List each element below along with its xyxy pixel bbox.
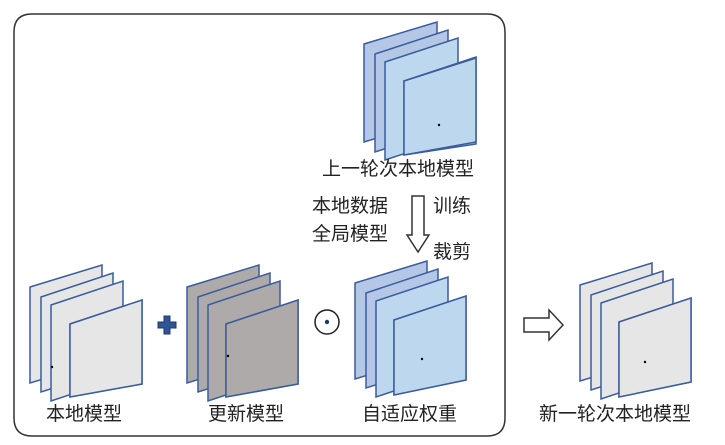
federated-process-frame bbox=[13, 13, 506, 437]
new-round-model-stack bbox=[579, 261, 692, 401]
new-round-local-model-label: 新一轮次本地模型 bbox=[539, 403, 692, 425]
train-label: 训练 bbox=[433, 195, 472, 217]
previous-round-local-model-label: 上一轮次本地模型 bbox=[322, 158, 475, 180]
adaptive-weights-stack bbox=[354, 259, 467, 399]
down-arrow-icon bbox=[405, 195, 431, 254]
previous-round-model-stack bbox=[363, 20, 477, 162]
local-data-label: 本地数据 bbox=[312, 195, 389, 217]
right-arrow-icon bbox=[523, 308, 565, 342]
local-model-stack bbox=[29, 263, 143, 403]
local-model-label: 本地模型 bbox=[46, 403, 123, 425]
plus-icon bbox=[157, 315, 177, 335]
adaptive-weights-label: 自适应权重 bbox=[362, 403, 458, 425]
update-model-label: 更新模型 bbox=[208, 403, 285, 425]
prune-label: 裁剪 bbox=[433, 241, 472, 263]
hadamard-product-icon bbox=[314, 309, 340, 335]
global-model-label: 全局模型 bbox=[312, 223, 389, 245]
update-model-stack bbox=[186, 263, 299, 403]
